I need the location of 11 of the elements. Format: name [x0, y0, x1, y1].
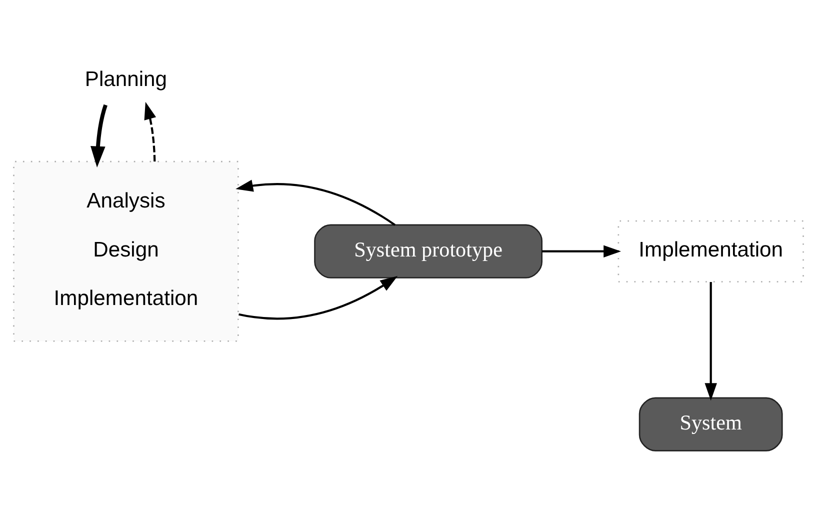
arrow	[542, 245, 622, 258]
node-text: Planning	[84, 68, 168, 92]
arrow	[144, 102, 156, 162]
arrow	[90, 104, 108, 168]
arrow	[238, 276, 398, 320]
node-box: System prototype	[314, 224, 542, 278]
arrow	[704, 282, 717, 401]
node-box: Analysis Design Implementation	[13, 160, 239, 342]
node-box: Implementation	[618, 220, 804, 282]
node-box: System	[638, 397, 783, 452]
arrow	[236, 180, 396, 226]
